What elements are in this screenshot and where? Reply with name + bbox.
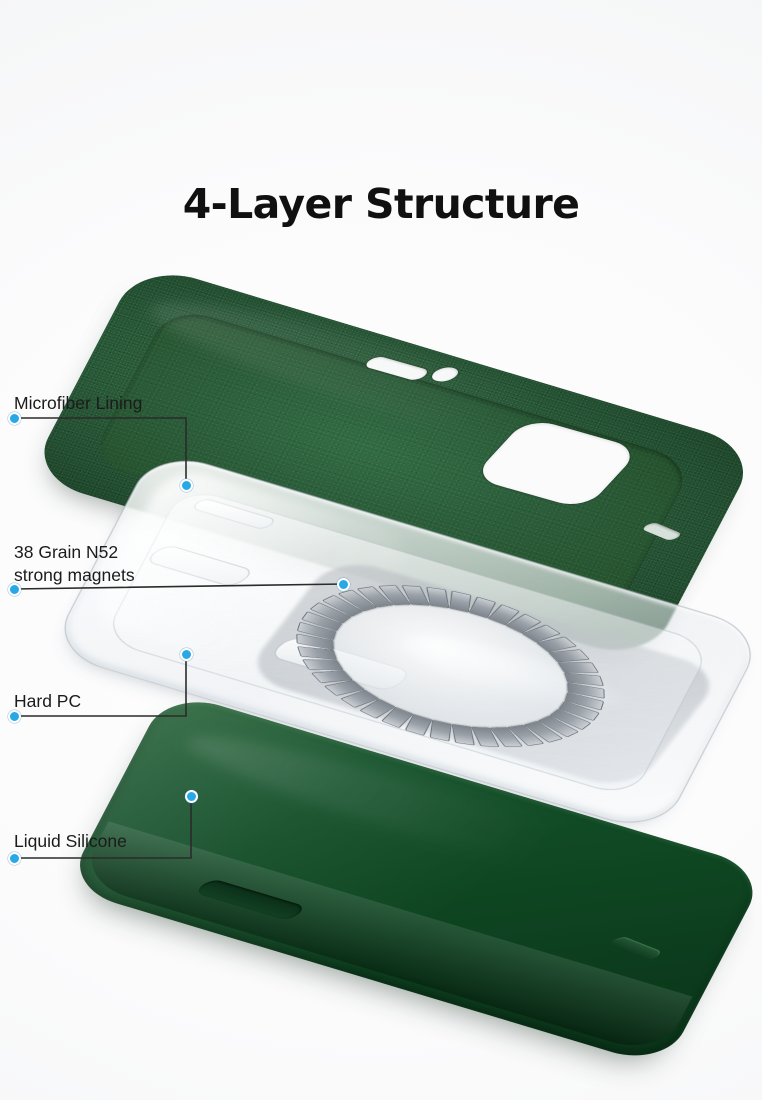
label-microfiber-lining: Microfiber Lining [14,393,143,413]
dot-magnets-target [337,578,350,591]
label-magnets: 38 Grain N52 strong magnets [14,542,135,586]
liquid-silicone-shell [64,690,762,1068]
dot-hard-pc-target [180,648,193,661]
speaker-port-cutout [193,878,308,922]
silicone-side-button [607,935,664,961]
layer-liquid-silicone [64,690,762,1068]
silicone-sheen [64,690,762,1068]
page-title: 4-Layer Structure [182,180,580,228]
dot-hard-pc-origin [8,710,21,723]
dot-magnets-origin [8,583,21,596]
silicone-edge-shade [77,821,693,1057]
dot-microfiber-target [180,479,193,492]
silicone-highlight [175,717,670,905]
dot-silicone-origin [8,852,21,865]
label-liquid-silicone: Liquid Silicone [14,831,127,851]
dot-silicone-target [185,790,198,803]
dot-microfiber-origin [8,412,21,425]
label-hard-pc: Hard PC [14,691,82,711]
